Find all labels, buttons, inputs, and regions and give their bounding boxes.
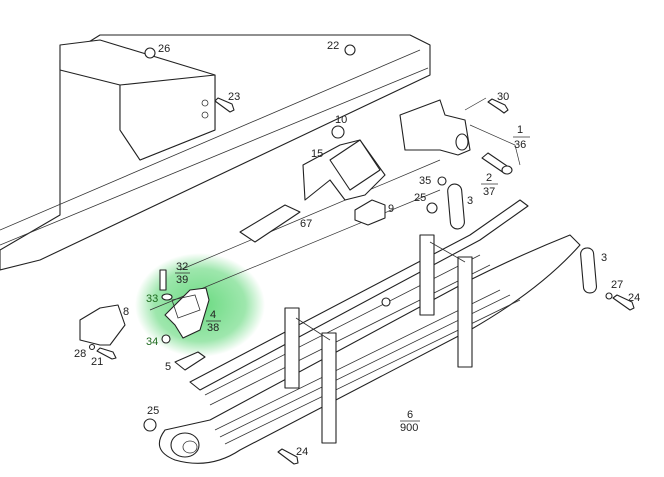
chassis-frame bbox=[0, 34, 441, 311]
callout-24-right[interactable]: 24 bbox=[628, 292, 640, 304]
callout-9[interactable]: 9 bbox=[388, 203, 394, 215]
front-hanger-bracket bbox=[399, 97, 521, 166]
spring-seat-4 bbox=[159, 269, 210, 344]
callout-30[interactable]: 30 bbox=[497, 91, 509, 103]
callout-5[interactable]: 5 bbox=[165, 361, 171, 373]
nut-22 bbox=[344, 44, 356, 56]
callout-28[interactable]: 28 bbox=[74, 348, 86, 360]
nut-10 bbox=[331, 125, 345, 139]
nut-25-bottom bbox=[143, 418, 157, 432]
callout-35[interactable]: 35 bbox=[419, 175, 431, 187]
shackle-3-top bbox=[447, 183, 465, 230]
bolt-24-bottom bbox=[277, 448, 299, 465]
callout-67[interactable]: 67 bbox=[300, 218, 312, 230]
callout-37[interactable]: 37 bbox=[483, 186, 495, 198]
callout-26[interactable]: 26 bbox=[158, 43, 170, 55]
callout-22[interactable]: 22 bbox=[327, 40, 339, 52]
pad-67 bbox=[239, 204, 301, 243]
shackle-3-right bbox=[580, 247, 598, 294]
callout-labels: 26 22 23 10 30 1 36 15 35 2 37 25 3 9 67… bbox=[74, 40, 640, 458]
callout-3-top[interactable]: 3 bbox=[467, 195, 473, 207]
callout-38[interactable]: 38 bbox=[207, 322, 219, 334]
plate-5 bbox=[174, 351, 206, 371]
callout-33[interactable]: 33 bbox=[146, 293, 158, 305]
leaf-spring bbox=[158, 199, 581, 464]
callout-23[interactable]: 23 bbox=[228, 91, 240, 103]
bolt-24-right bbox=[612, 294, 635, 311]
rear-bracket-15 bbox=[302, 139, 386, 201]
callout-15[interactable]: 15 bbox=[311, 148, 323, 160]
callout-1[interactable]: 1 bbox=[517, 124, 523, 136]
spring-pin bbox=[481, 152, 513, 175]
callout-24-bottom[interactable]: 24 bbox=[296, 446, 308, 458]
callout-900[interactable]: 900 bbox=[400, 422, 418, 434]
callout-2[interactable]: 2 bbox=[486, 172, 492, 184]
callout-25-bottom[interactable]: 25 bbox=[147, 405, 159, 417]
callout-4[interactable]: 4 bbox=[210, 309, 216, 321]
washer-27 bbox=[605, 292, 613, 300]
nut-26 bbox=[144, 47, 156, 59]
bracket-8 bbox=[79, 304, 126, 346]
callout-32[interactable]: 32 bbox=[176, 261, 188, 273]
washer-28 bbox=[88, 343, 96, 351]
callout-10[interactable]: 10 bbox=[335, 114, 347, 126]
bump-stop-9 bbox=[354, 199, 386, 226]
callout-21[interactable]: 21 bbox=[91, 356, 103, 368]
callout-27[interactable]: 27 bbox=[611, 279, 623, 291]
bolt-30 bbox=[487, 98, 509, 114]
bolt-21 bbox=[96, 347, 117, 360]
washer-35 bbox=[437, 176, 447, 186]
callout-3-right[interactable]: 3 bbox=[601, 252, 607, 264]
nut-25-top bbox=[426, 202, 438, 214]
callout-8[interactable]: 8 bbox=[123, 306, 129, 318]
callout-39[interactable]: 39 bbox=[176, 274, 188, 286]
callout-34[interactable]: 34 bbox=[146, 336, 158, 348]
bolt-23 bbox=[214, 97, 235, 113]
callout-6[interactable]: 6 bbox=[407, 409, 413, 421]
u-bolts bbox=[284, 234, 473, 444]
callout-36[interactable]: 36 bbox=[514, 139, 526, 151]
callout-25-top[interactable]: 25 bbox=[414, 192, 426, 204]
